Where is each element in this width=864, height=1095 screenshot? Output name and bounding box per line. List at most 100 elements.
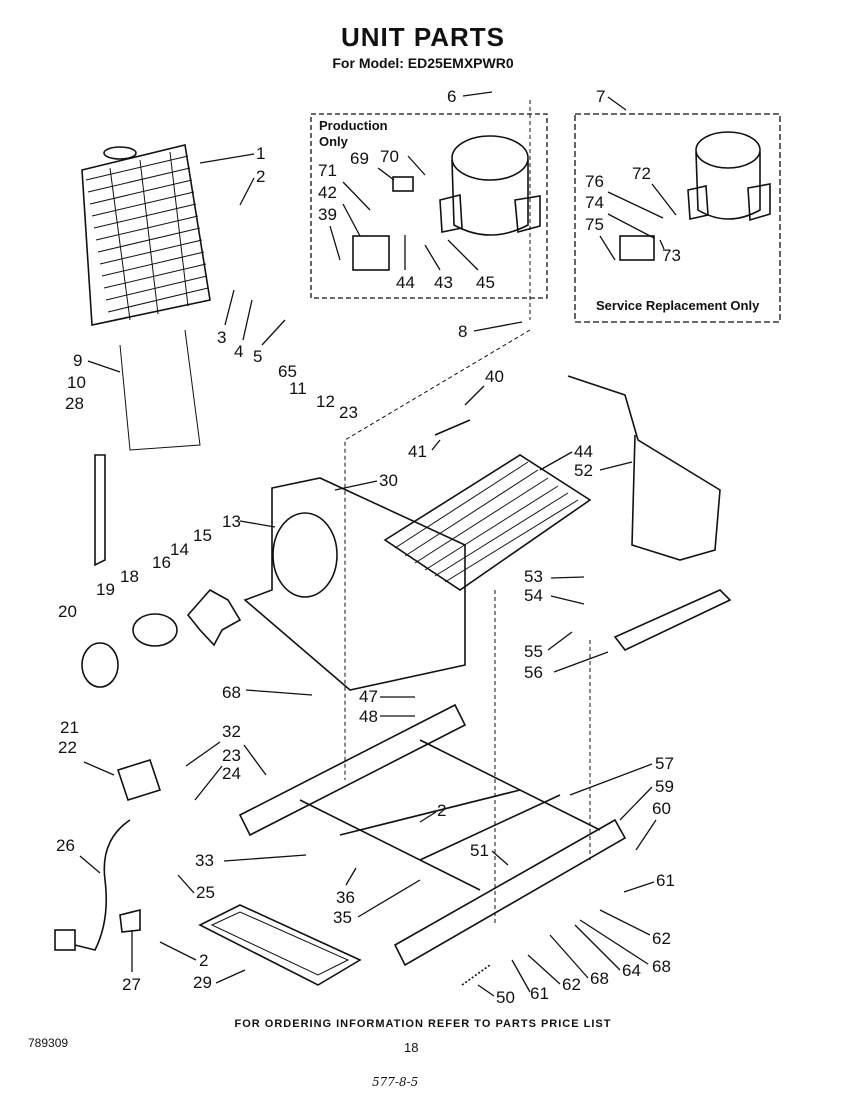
production-only-label-line1: Production [319, 118, 388, 133]
callout-56: 56 [524, 663, 543, 682]
callout-14: 13 [222, 512, 241, 531]
callout-61b: 61 [530, 984, 549, 1003]
document-number: 789309 [28, 1036, 69, 1050]
callout-5: 5 [253, 347, 262, 366]
callout-11: 11 [289, 379, 307, 398]
callout-59: 59 [655, 777, 674, 796]
callout-51: 51 [470, 841, 489, 860]
power-cord [74, 819, 131, 951]
callout-71: 71 [318, 161, 337, 180]
callout-36: 36 [336, 888, 355, 907]
drain-trough [613, 589, 732, 652]
callout-48: 48 [359, 707, 378, 726]
wire-retainer-28 [94, 454, 106, 567]
callout-44: 40 [485, 367, 504, 386]
callout-55: 55 [524, 642, 543, 661]
callout-69: 69 [350, 149, 369, 168]
callout-10: 10 [67, 373, 86, 392]
callout-28: 28 [65, 394, 84, 413]
callout-1: 1 [256, 144, 265, 163]
callout-41: 43 [434, 273, 453, 292]
callout-42: 44 [396, 273, 415, 292]
relay-part-40 [352, 235, 390, 271]
callout-22: 22 [58, 738, 77, 757]
callout-74: 74 [585, 193, 604, 212]
callout-72: 72 [632, 164, 651, 183]
handwritten-note: 577-8-5 [372, 1075, 419, 1089]
callout-75: 75 [585, 215, 604, 234]
callout-26: 26 [56, 836, 75, 855]
callout-16: 16 [152, 553, 171, 572]
callout-18: 18 [120, 567, 139, 586]
callout-32: 32 [222, 722, 241, 741]
callout-20: 20 [58, 602, 77, 621]
fan-bracket [243, 477, 466, 691]
condenser-coil [81, 144, 211, 326]
tubing-52 [567, 375, 721, 561]
callout-9: 9 [73, 351, 82, 370]
callout-33: 33 [195, 851, 214, 870]
callout-2c: 2 [199, 951, 208, 970]
service-replacement-box [574, 113, 781, 323]
callout-61: 61 [656, 871, 675, 890]
callout-30: 30 [379, 471, 398, 490]
base-frame [238, 703, 627, 967]
callout-13: 14 [170, 540, 189, 559]
callout-63: 64 [622, 961, 641, 980]
callout-3: 3 [217, 328, 226, 347]
callout-68b: 68 [590, 969, 609, 988]
model-subtitle: For Model: ED25EMXPWR0 [332, 55, 514, 71]
relay-part-75 [619, 235, 655, 261]
page-title: UNIT PARTS [340, 22, 506, 52]
callout-35: 35 [333, 908, 352, 927]
callout-23c: 23 [222, 746, 241, 765]
callout-47: 47 [359, 687, 378, 706]
callout-53: 53 [524, 567, 543, 586]
fan-motor [81, 613, 178, 688]
compressor-service [687, 131, 771, 222]
callout-57: 57 [655, 754, 674, 773]
overload-part-69 [392, 176, 414, 192]
callout-46: 44 [574, 442, 593, 461]
dryer-45 [434, 419, 471, 436]
callout-4: 4 [234, 342, 243, 361]
callout-2: 2 [256, 167, 265, 186]
coil-46 [383, 454, 592, 591]
ordering-info-note: FOR ORDERING INFORMATION REFER TO PARTS … [234, 1018, 612, 1030]
callout-65: 68 [222, 683, 241, 702]
callout-12: 12 [316, 392, 335, 411]
bracket-22 [116, 759, 162, 801]
power-plug [54, 929, 76, 951]
callout-15: 15 [193, 526, 212, 545]
production-only-label-line2: Only [319, 134, 348, 149]
callout-40: 42 [318, 183, 337, 202]
spring-50 [461, 964, 491, 986]
callout-8: 8 [458, 322, 467, 341]
callout-39: 39 [318, 205, 337, 224]
callout-62b: 62 [562, 975, 581, 994]
callout-7: 7 [596, 87, 605, 106]
callout-29: 29 [193, 973, 212, 992]
callout-52: 52 [574, 461, 593, 480]
callout-68: 68 [652, 957, 671, 976]
wire-harness-9 [119, 329, 201, 451]
fan-blade [186, 588, 242, 647]
service-replacement-label: Service Replacement Only [596, 298, 760, 313]
callout-64: 65 [278, 362, 297, 381]
page-number: 18 [404, 1040, 419, 1055]
production-only-box [310, 113, 548, 299]
callout-60: 60 [652, 799, 671, 818]
callout-19: 19 [96, 580, 115, 599]
callout-25: 25 [196, 883, 215, 902]
callout-24-visible: 24 [222, 764, 241, 783]
callout-2b: 2 [437, 801, 446, 820]
callout-labels: 1 2 3 4 5 6 7 8 9 10 65 11 12 23 28 30 1… [58, 87, 627, 776]
callout-73: 73 [662, 246, 681, 265]
alignment-lines [344, 100, 591, 925]
callout-23a: 23 [339, 403, 358, 422]
callout-62: 62 [652, 929, 671, 948]
callout-54: 54 [524, 586, 543, 605]
callout-6: 6 [447, 87, 456, 106]
callout-27: 27 [122, 975, 141, 994]
